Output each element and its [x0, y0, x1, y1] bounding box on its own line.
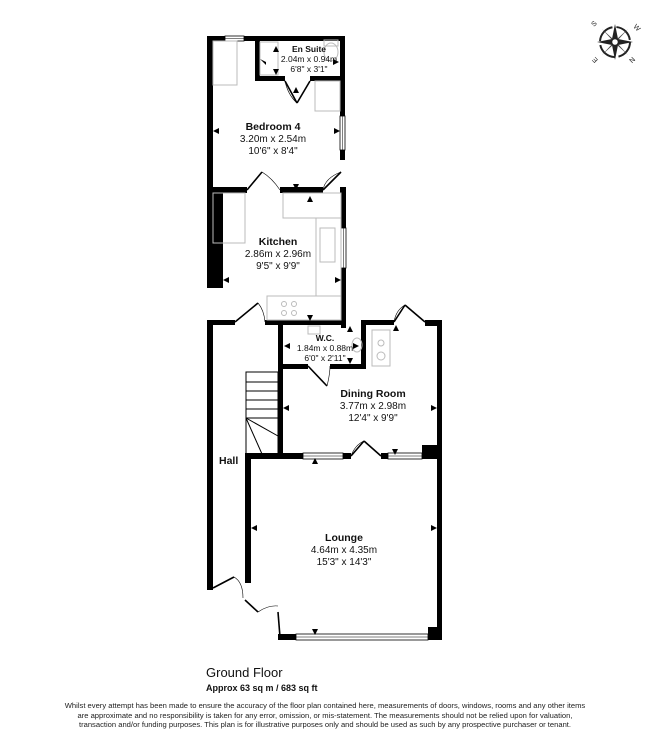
dimension-arrows	[213, 46, 437, 635]
room-bedroom-4: Bedroom 4 3.20m x 2.54m 10'6" x 8'4"	[240, 121, 306, 158]
fixtures	[212, 39, 391, 367]
room-dim-metric: 1.84m x 0.88m	[296, 343, 354, 354]
room-dim-imperial: 6'8" x 3'1"	[290, 64, 328, 75]
svg-text:W: W	[632, 23, 642, 33]
door-arcs	[233, 80, 406, 613]
room-hall: Hall	[219, 455, 239, 467]
svg-text:S: S	[590, 20, 598, 28]
room-en-suite: En Suite 2.04m x 0.94m 6'8" x 3'1"	[281, 44, 337, 75]
compass-icon: S W E N	[585, 8, 645, 73]
room-dim-imperial: 6'0" x 2'11"	[304, 353, 346, 364]
room-dim-metric: 2.86m x 2.96m	[244, 248, 312, 260]
room-wc: W.C. 1.84m x 0.88m 6'0" x 2'11"	[297, 333, 353, 364]
room-dim-imperial: 9'5" x 9'9"	[256, 260, 300, 272]
room-name: Dining Room	[340, 388, 406, 400]
floor-plan-drawing	[207, 35, 442, 641]
room-name: Kitchen	[258, 236, 298, 248]
stairs	[245, 371, 279, 455]
room-dim-metric: 2.04m x 0.94m	[280, 54, 338, 65]
walls	[207, 36, 442, 640]
room-dining-room: Dining Room 3.77m x 2.98m 12'4" x 9'9"	[340, 388, 406, 425]
room-name: Lounge	[325, 532, 363, 544]
room-lounge: Lounge 4.64m x 4.35m 15'3" x 14'3"	[311, 532, 377, 569]
room-name: En Suite	[291, 44, 327, 54]
svg-text:N: N	[627, 55, 636, 64]
floor-area: Approx 63 sq m / 683 sq ft	[206, 683, 318, 693]
doors	[212, 80, 426, 638]
disclaimer-text: Whilst every attempt has been made to en…	[64, 701, 586, 730]
room-name: W.C.	[315, 333, 335, 343]
room-dim-imperial: 15'3" x 14'3"	[316, 556, 372, 568]
room-kitchen: Kitchen 2.86m x 2.96m 9'5" x 9'9"	[245, 236, 311, 273]
floor-name: Ground Floor	[206, 665, 283, 680]
room-dim-metric: 4.64m x 4.35m	[310, 544, 378, 556]
room-dim-metric: 3.77m x 2.98m	[339, 400, 407, 412]
svg-text:E: E	[591, 55, 599, 63]
window-lines	[225, 38, 428, 638]
room-dim-imperial: 12'4" x 9'9"	[348, 412, 398, 424]
room-name: Bedroom 4	[245, 121, 301, 133]
room-dim-imperial: 10'6" x 8'4"	[248, 145, 298, 157]
room-dim-metric: 3.20m x 2.54m	[239, 133, 307, 145]
floor-plan: En Suite 2.04m x 0.94m 6'8" x 3'1" Bedro…	[207, 35, 442, 641]
